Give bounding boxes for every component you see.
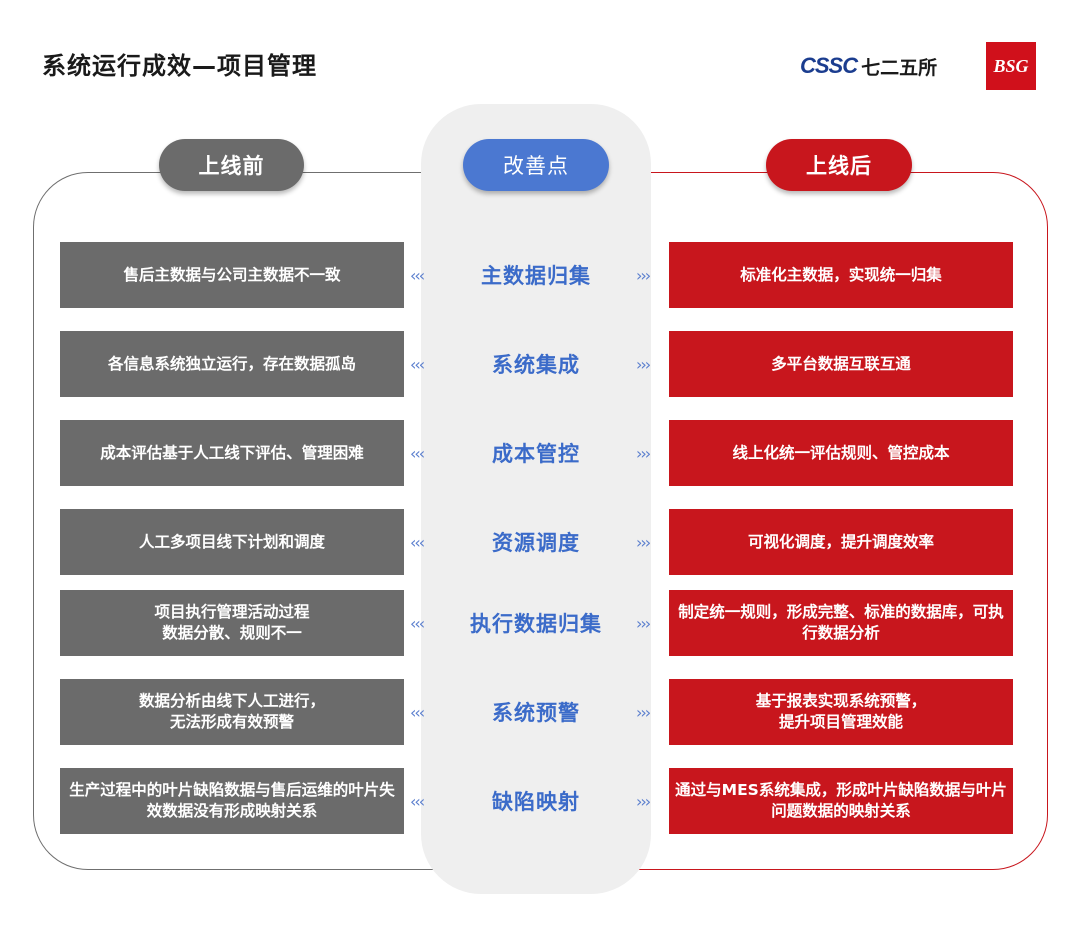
comparison-row: 数据分析由线下人工进行， 无法形成有效预警 ‹‹‹ 系统预警 ››› 基于报表实现系统预… xyxy=(0,679,1080,745)
after-box: 多平台数据互联互通 xyxy=(669,331,1013,397)
before-box: 人工多项目线下计划和调度 xyxy=(60,509,404,575)
improvement-label: 系统集成 xyxy=(492,353,580,377)
comparison-row: 售后主数据与公司主数据不一致 ‹‹‹ 主数据归集 ››› 标准化主数据，实现统一归集 xyxy=(0,242,1080,308)
arrow-right-icon: ››› xyxy=(636,791,651,811)
arrow-left-icon: ‹‹‹ xyxy=(410,265,425,285)
before-text: 成本评估基于人工线下评估、管理困难 xyxy=(100,443,364,462)
comparison-row: 成本评估基于人工线下评估、管理困难 ‹‹‹ 成本管控 ››› 线上化统一评估规则、管控成… xyxy=(0,420,1080,486)
arrow-left-icon: ‹‹‹ xyxy=(410,613,425,633)
comparison-row: 项目执行管理活动过程 数据分散、规则不一 ‹‹‹ 执行数据归集 ››› 制定统一规则，形… xyxy=(0,590,1080,656)
arrow-right-icon: ››› xyxy=(636,702,651,722)
before-box: 成本评估基于人工线下评估、管理困难 xyxy=(60,420,404,486)
after-text: 制定统一规则，形成完整、标准的数据库，可执行数据分析 xyxy=(678,603,1004,642)
bsg-logo: BSG xyxy=(986,42,1036,90)
cssc-logo-text: CSSC xyxy=(800,53,858,78)
before-header-pill: 上线前 xyxy=(159,139,304,191)
institute-name: 七二五所 xyxy=(861,56,938,79)
after-header-pill: 上线后 xyxy=(766,139,912,191)
arrow-left-icon: ‹‹‹ xyxy=(410,354,425,374)
arrow-left-icon: ‹‹‹ xyxy=(410,532,425,552)
arrow-right-icon: ››› xyxy=(636,265,651,285)
improvement-label: 系统预警 xyxy=(492,701,580,725)
after-text: 基于报表实现系统预警， 提升项目管理效能 xyxy=(755,692,927,731)
arrow-right-icon: ››› xyxy=(636,443,651,463)
after-text: 通过与MES系统集成，形成叶片缺陷数据与叶片问题数据的映射关系 xyxy=(675,781,1007,820)
cssc-logo: CSSC 七二五所 xyxy=(800,52,937,80)
before-text: 生产过程中的叶片缺陷数据与售后运维的叶片失效数据没有形成映射关系 xyxy=(69,781,395,820)
after-box: 线上化统一评估规则、管控成本 xyxy=(669,420,1013,486)
after-text: 多平台数据互联互通 xyxy=(771,354,911,373)
comparison-row: 生产过程中的叶片缺陷数据与售后运维的叶片失效数据没有形成映射关系 ‹‹‹ 缺陷映射 ›… xyxy=(0,768,1080,834)
improvement-label: 资源调度 xyxy=(492,531,580,555)
arrow-left-icon: ‹‹‹ xyxy=(410,443,425,463)
before-box: 数据分析由线下人工进行， 无法形成有效预警 xyxy=(60,679,404,745)
before-box: 项目执行管理活动过程 数据分散、规则不一 xyxy=(60,590,404,656)
after-text: 可视化调度，提升调度效率 xyxy=(747,532,934,551)
before-text: 项目执行管理活动过程 数据分散、规则不一 xyxy=(154,603,310,642)
after-box: 制定统一规则，形成完整、标准的数据库，可执行数据分析 xyxy=(669,590,1013,656)
arrow-right-icon: ››› xyxy=(636,354,651,374)
improvement-panel xyxy=(421,104,651,894)
improvement-label: 执行数据归集 xyxy=(470,612,602,636)
arrow-left-icon: ‹‹‹ xyxy=(410,791,425,811)
after-box: 可视化调度，提升调度效率 xyxy=(669,509,1013,575)
arrow-left-icon: ‹‹‹ xyxy=(410,702,425,722)
arrow-right-icon: ››› xyxy=(636,532,651,552)
before-box: 生产过程中的叶片缺陷数据与售后运维的叶片失效数据没有形成映射关系 xyxy=(60,768,404,834)
after-box: 通过与MES系统集成，形成叶片缺陷数据与叶片问题数据的映射关系 xyxy=(669,768,1013,834)
before-box: 售后主数据与公司主数据不一致 xyxy=(60,242,404,308)
comparison-row: 人工多项目线下计划和调度 ‹‹‹ 资源调度 ››› 可视化调度，提升调度效率 xyxy=(0,509,1080,575)
after-box: 标准化主数据，实现统一归集 xyxy=(669,242,1013,308)
improvement-label: 缺陷映射 xyxy=(492,790,580,814)
before-text: 数据分析由线下人工进行， 无法形成有效预警 xyxy=(138,692,325,731)
after-text: 标准化主数据，实现统一归集 xyxy=(740,265,942,284)
after-box: 基于报表实现系统预警， 提升项目管理效能 xyxy=(669,679,1013,745)
page-title: 系统运行成效—项目管理 xyxy=(42,52,317,80)
before-box: 各信息系统独立运行，存在数据孤岛 xyxy=(60,331,404,397)
before-text: 人工多项目线下计划和调度 xyxy=(138,532,325,551)
improvement-label: 成本管控 xyxy=(492,442,580,466)
bsg-logo-text: BSG xyxy=(993,55,1029,76)
improvement-header-pill: 改善点 xyxy=(463,139,609,191)
before-text: 售后主数据与公司主数据不一致 xyxy=(123,265,341,284)
after-text: 线上化统一评估规则、管控成本 xyxy=(732,443,950,462)
improvement-label: 主数据归集 xyxy=(481,264,591,288)
arrow-right-icon: ››› xyxy=(636,613,651,633)
comparison-row: 各信息系统独立运行，存在数据孤岛 ‹‹‹ 系统集成 ››› 多平台数据互联互通 xyxy=(0,331,1080,397)
before-text: 各信息系统独立运行，存在数据孤岛 xyxy=(107,354,356,373)
